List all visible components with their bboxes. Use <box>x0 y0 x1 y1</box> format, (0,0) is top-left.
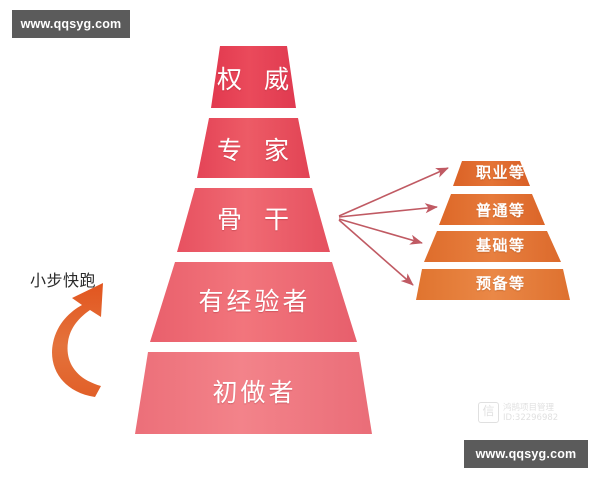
watermark-logo-icon: 信 <box>478 402 499 423</box>
orange-pyramid-tiers <box>416 161 570 300</box>
connector-arrow-1 <box>338 167 449 217</box>
orange-tier-preparatory[interactable] <box>416 269 570 300</box>
red-tier-backbone[interactable] <box>177 188 330 252</box>
watermark-id-number: ID:32296982 <box>503 412 559 423</box>
fast-iteration-caption: 小步快跑 <box>30 271 97 290</box>
orange-tier-professional[interactable] <box>453 161 530 186</box>
red-tier-beginner[interactable] <box>135 352 372 434</box>
red-pyramid-tiers <box>135 46 372 434</box>
watermark-text-lines: 鸿鹄项目管理 ID:32296982 <box>503 403 558 423</box>
orange-tier-ordinary[interactable] <box>439 194 545 225</box>
connector-arrow-3 <box>338 218 423 245</box>
connector-arrow-2 <box>338 203 438 218</box>
red-tier-authority[interactable] <box>211 46 296 108</box>
connector-arrow-4 <box>338 219 414 286</box>
red-tier-expert[interactable] <box>197 118 310 178</box>
red-tier-experienced[interactable] <box>150 262 357 342</box>
watermark-bottom: www.qqsyg.com <box>464 440 588 468</box>
fast-iteration-curved-arrow <box>52 283 103 397</box>
source-id-watermark: 信 鸿鹄项目管理 ID:32296982 <box>478 402 558 423</box>
orange-tier-foundation[interactable] <box>424 231 561 262</box>
watermark-org-name: 鸿鹄项目管理 <box>503 402 555 413</box>
watermark-top: www.qqsyg.com <box>12 10 130 38</box>
connector-arrows <box>338 167 449 286</box>
